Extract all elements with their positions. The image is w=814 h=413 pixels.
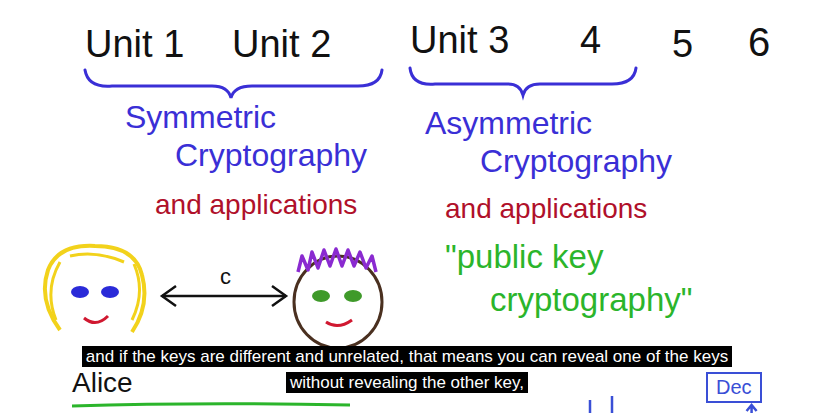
ciphertext-mark: c [220, 264, 231, 290]
blue-stroke [590, 396, 612, 413]
underline [72, 404, 350, 406]
person-name: Alice [72, 366, 133, 400]
hair [51, 254, 140, 320]
unit-number: 5 [672, 22, 693, 68]
subtitle-block: and if the keys are different and unrela… [60, 344, 754, 396]
eye [71, 286, 89, 298]
unit-heading: Unit 1 [85, 22, 184, 68]
hair [298, 249, 376, 272]
unit-number: 6 [748, 18, 770, 66]
topic-heading: Asymmetric Cryptography [480, 104, 708, 181]
quote-note: "public key cryptography" [490, 236, 740, 322]
unit-number: 4 [580, 18, 601, 64]
unit-heading: Unit 2 [232, 22, 331, 68]
eye [344, 290, 362, 302]
topic-subheading: and applications [445, 192, 647, 226]
subtitle-text: and if the keys are different and unrela… [82, 346, 732, 393]
curly-bracket [410, 68, 636, 95]
alice-face [45, 246, 145, 332]
curly-bracket [85, 70, 382, 98]
topic-subheading: and applications [155, 188, 357, 222]
arrow-head [162, 286, 176, 306]
arrow-head [272, 286, 286, 306]
process-box: Dec [706, 372, 762, 403]
input-arrow [747, 405, 757, 413]
mouth [326, 320, 352, 326]
eye [101, 286, 119, 298]
box-label: Dec [716, 376, 752, 398]
unit-heading: Unit 3 [410, 18, 509, 64]
hair [45, 246, 145, 332]
bob-face [294, 249, 382, 348]
topic-heading: Symmetric Cryptography [175, 98, 403, 175]
eye [312, 290, 330, 302]
arrow-line [162, 295, 286, 298]
mouth [84, 316, 108, 323]
